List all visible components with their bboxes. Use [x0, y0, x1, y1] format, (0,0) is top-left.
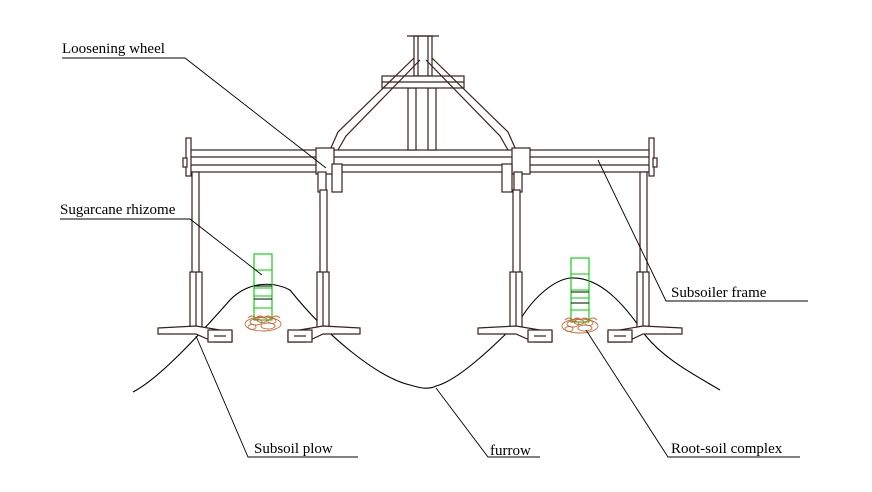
label-root-soil-complex: Root-soil complex	[671, 441, 783, 457]
subsoiler-frame	[182, 35, 658, 193]
plow-foot-1	[157, 325, 233, 343]
leader-root-soil-complex	[585, 329, 800, 458]
label-furrow: furrow	[490, 443, 531, 459]
leader-loosening-wheel	[62, 57, 327, 169]
frame-end-plate-left	[185, 137, 192, 177]
leader-furrow	[435, 387, 540, 458]
plow-foot-3	[477, 325, 553, 343]
ground-profile	[132, 277, 721, 393]
label-loosening-wheel: Loosening wheel	[62, 41, 165, 57]
shank-4	[636, 171, 650, 331]
label-subsoiler-frame: Subsoiler frame	[671, 285, 767, 301]
label-subsoil-plow: Subsoil plow	[254, 441, 333, 457]
root-soil-complex-left	[244, 315, 282, 332]
plow-foot-2	[287, 325, 361, 343]
root-soil-complex-right	[561, 317, 599, 334]
sugarcane-rhizome-right	[570, 257, 590, 323]
leader-subsoil-plow	[195, 335, 358, 458]
leader-lines	[60, 57, 808, 458]
hitch-top	[413, 35, 433, 77]
leader-sugarcane-rhizome	[60, 218, 263, 276]
shank-1	[189, 171, 203, 331]
plow-foot-4	[607, 325, 683, 343]
shank-2	[316, 189, 330, 331]
label-sugarcane-rhizome: Sugarcane rhizome	[60, 202, 176, 218]
frame-end-plate-right	[648, 137, 655, 177]
sugarcane-rhizome-left	[253, 253, 273, 321]
frame-beam	[189, 149, 651, 173]
leader-subsoiler-frame	[597, 159, 808, 302]
shank-3	[509, 189, 523, 331]
